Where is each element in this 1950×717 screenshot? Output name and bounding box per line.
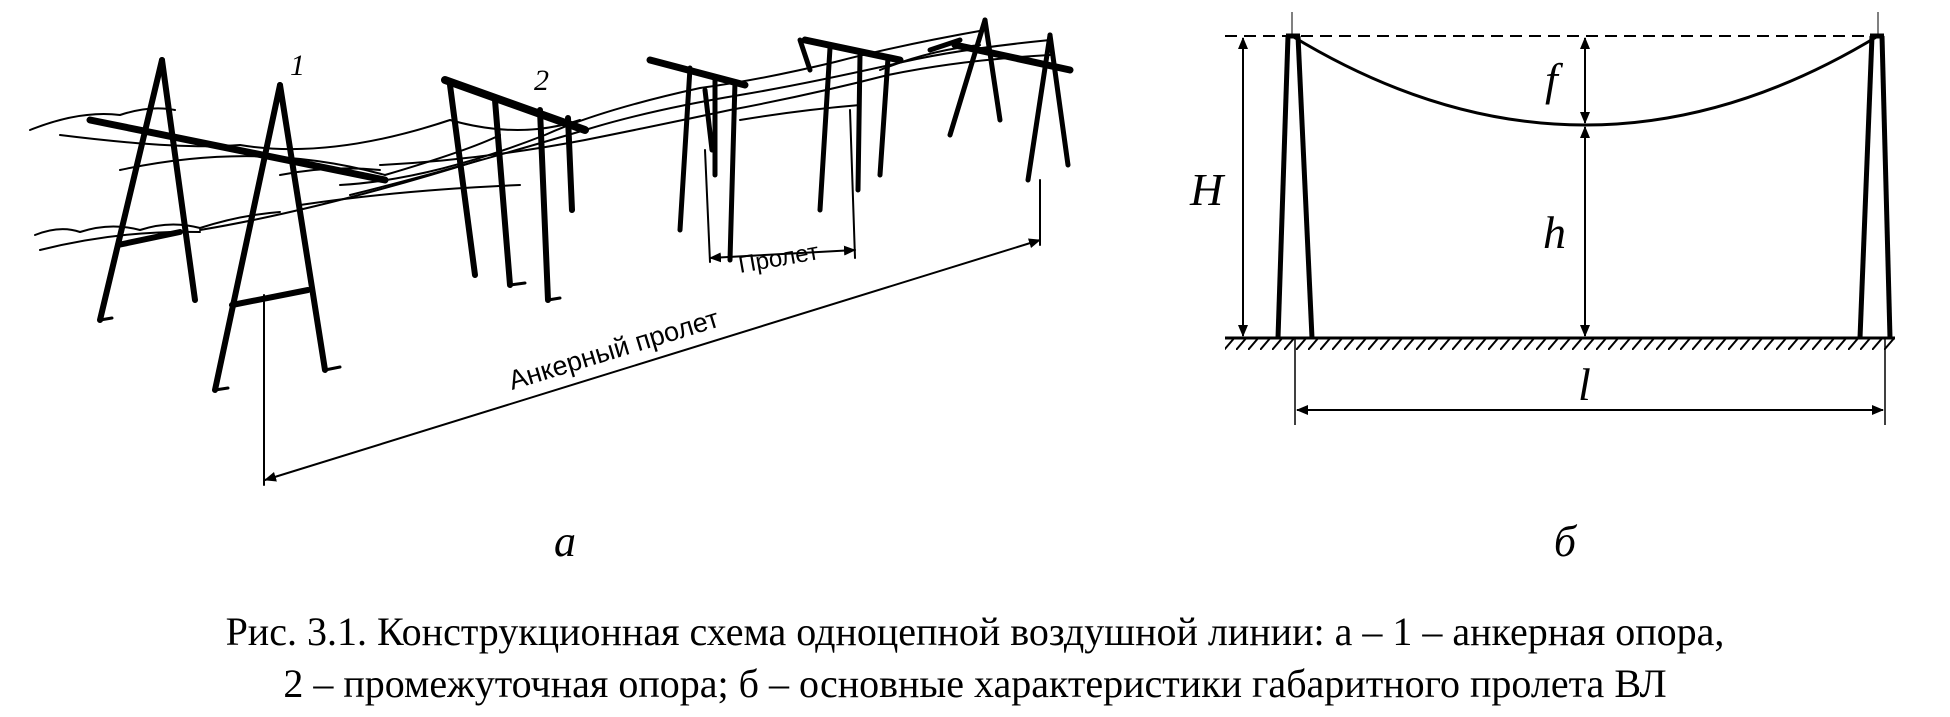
tower-marker-2: 2 [534, 64, 549, 97]
tower-marker-1: 1 [290, 49, 305, 82]
panel-a-sublabel: а [554, 517, 576, 566]
label-f: f [1545, 54, 1564, 105]
right-support [1857, 33, 1893, 339]
label-H: H [1189, 164, 1226, 215]
left-support [1275, 33, 1315, 339]
span-dimension [704, 109, 856, 263]
ground [1225, 336, 1895, 350]
anchor-span-dimension [263, 179, 1041, 486]
caption-line-1: Рис. 3.1. Конструкционная схема одноцепн… [225, 609, 1725, 654]
caption-line-2: 2 – промежуточная опора; б – основные ха… [283, 661, 1667, 706]
span-label: Пролет [736, 238, 820, 279]
intermediate-towers-far [646, 36, 904, 263]
anchor-tower-far [927, 17, 1074, 183]
intermediate-tower-2 [441, 76, 589, 303]
sag-curve [1291, 34, 1879, 127]
label-l: l [1578, 359, 1591, 410]
panel-b-span-diagram [1225, 12, 1895, 425]
panel-a-perspective-sketch [29, 17, 1074, 486]
panel-b-sublabel: б [1554, 517, 1578, 566]
conductors [59, 29, 1051, 231]
anchor-span-label: Анкерный пролет [505, 303, 723, 396]
anchor-tower-1 [86, 57, 389, 393]
label-h: h [1543, 207, 1566, 258]
